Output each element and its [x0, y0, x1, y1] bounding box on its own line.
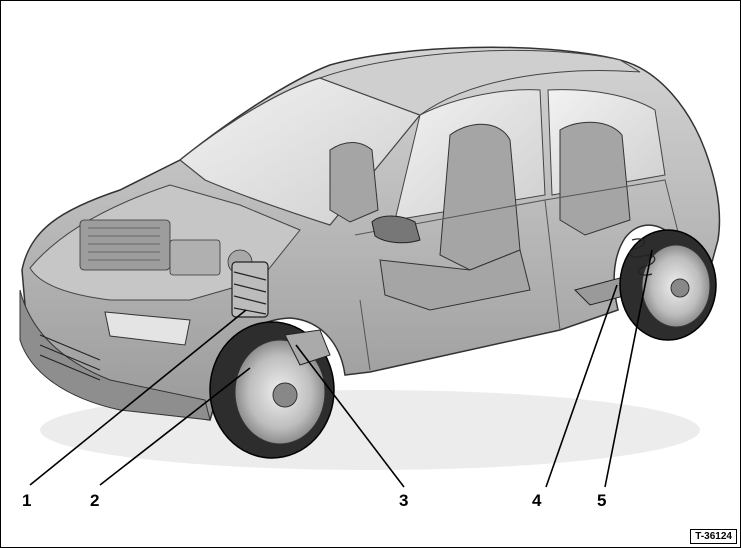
leader-line-1 — [29, 309, 247, 486]
callout-1: 1 — [22, 491, 32, 510]
leader-line-3 — [295, 344, 405, 488]
leader-lines — [29, 249, 653, 488]
callout-4: 4 — [532, 491, 542, 510]
grille — [39, 334, 101, 381]
leader-line-2 — [99, 367, 251, 486]
seats — [329, 121, 631, 311]
front-suspension-strut — [231, 261, 269, 318]
front-hub-carrier — [284, 329, 331, 366]
rear-wheel — [619, 229, 717, 341]
roof — [318, 49, 641, 116]
front-bumper — [19, 289, 211, 421]
rear-coil-spring — [629, 238, 656, 276]
callout-3: 3 — [399, 491, 409, 510]
headlight — [104, 311, 191, 346]
callout-2: 2 — [90, 491, 100, 510]
reference-code-label: T-36124 — [690, 529, 737, 544]
leader-line-5 — [604, 249, 653, 488]
leader-line-4 — [545, 284, 618, 488]
door-lines — [354, 179, 681, 371]
callout-5: 5 — [597, 491, 607, 510]
side-mirror — [371, 215, 421, 244]
